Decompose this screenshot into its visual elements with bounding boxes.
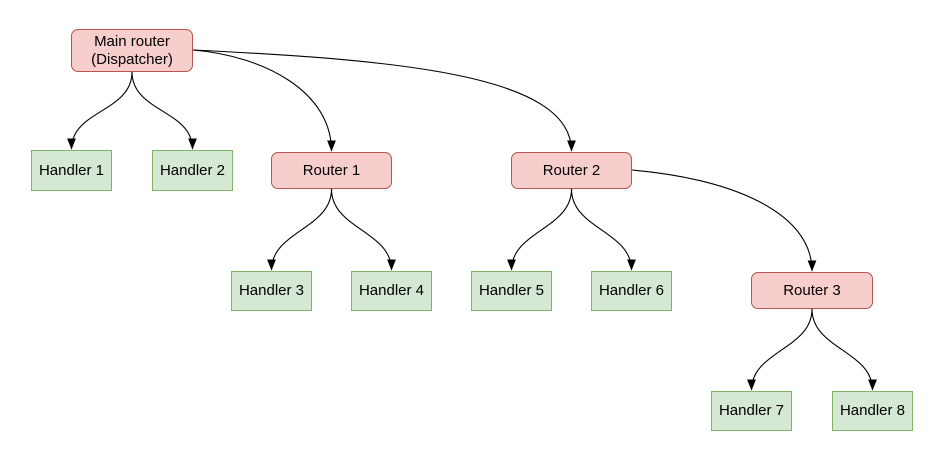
edge-main-to-router-1 [192,49,336,152]
edge-main-to-router-2 [192,49,576,152]
node-router-2: Router 2 [511,152,632,189]
edge-router-1-to-handler-3 [267,188,333,271]
node-router-3: Router 3 [751,272,873,309]
node-handler-8: Handler 8 [832,391,913,431]
edge-router-2-to-handler-6 [570,188,636,271]
edge-main-to-handler-1 [67,71,133,150]
edge-router-2-to-handler-5 [507,188,573,271]
node-main-router: Main router (Dispatcher) [71,29,193,72]
edge-router-1-to-handler-4 [330,188,396,271]
node-handler-5: Handler 5 [471,271,552,311]
node-router-1: Router 1 [271,152,392,189]
node-handler-3: Handler 3 [231,271,312,311]
edge-main-to-handler-2 [131,71,197,150]
node-main-router-label-line1: Main router [94,32,170,50]
edge-router-3-to-handler-7 [747,308,813,391]
edge-router-2-to-router-3 [631,169,817,272]
node-handler-4: Handler 4 [351,271,432,311]
node-handler-1: Handler 1 [31,150,112,191]
node-main-router-label-line2: (Dispatcher) [91,50,173,68]
node-main-router-label: Main router (Dispatcher) [91,33,173,69]
edge-router-3-to-handler-8 [811,308,877,391]
node-handler-2: Handler 2 [152,150,233,191]
node-handler-7: Handler 7 [711,391,792,431]
node-handler-6: Handler 6 [591,271,672,311]
